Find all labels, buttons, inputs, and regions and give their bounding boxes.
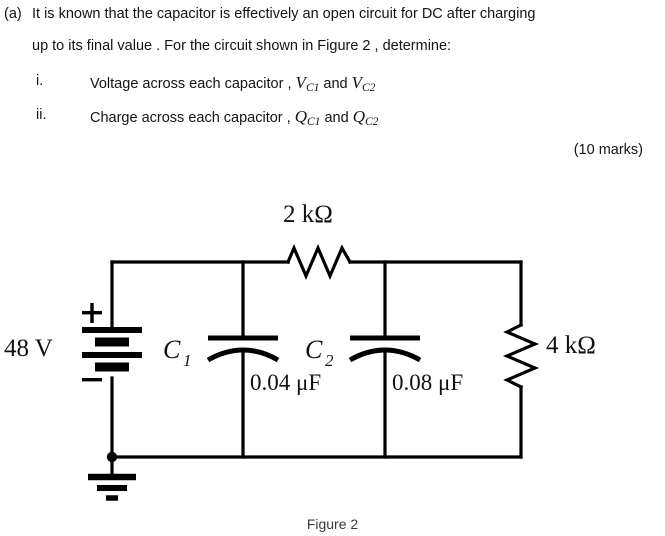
- svg-text:C: C: [163, 335, 181, 364]
- list-item-text: Voltage across each capacitor ,: [90, 76, 292, 92]
- math-variable: QC1: [294, 107, 321, 128]
- polarity-marks: [82, 303, 102, 382]
- minus-sign: [82, 378, 102, 382]
- ground-symbol: [88, 457, 136, 501]
- resistor-right-label: 4 kΩ: [546, 332, 596, 359]
- capacitor-2-label: C 2: [305, 335, 334, 370]
- capacitor-1-value: 0.04 μF: [250, 370, 321, 395]
- plus-sign-vertical: [90, 303, 94, 323]
- math-variable: VC1: [295, 73, 320, 94]
- svg-text:C: C: [305, 335, 323, 364]
- svg-text:1: 1: [183, 351, 192, 370]
- resistor-top-label: 2 kΩ: [283, 201, 333, 228]
- battery-symbol: [82, 327, 142, 372]
- capacitor-1-label: C 1: [163, 335, 192, 370]
- resistor-right-zigzag: [502, 322, 540, 390]
- marks-allocation: (10 marks): [573, 142, 643, 158]
- list-item-text: Charge across each capacitor ,: [90, 110, 291, 126]
- list-marker-ii: ii.: [36, 107, 47, 123]
- question-line-1: It is known that the capacitor is effect…: [32, 6, 536, 22]
- capacitor-2-value: 0.08 μF: [392, 370, 463, 395]
- question-label: (a): [4, 6, 22, 22]
- list-marker-i: i.: [36, 73, 44, 89]
- list-item: Voltage across each capacitor , VC1 and …: [90, 73, 376, 94]
- circuit-diagram: 2 kΩ 4 kΩ 48 V C 1 C 2 0.04 μF 0.08 μF: [0, 178, 665, 508]
- question-line-2: up to its final value . For the circuit …: [32, 38, 452, 54]
- conjunction-text: and: [323, 76, 348, 92]
- svg-text:2: 2: [325, 351, 334, 370]
- math-variable: QC2: [352, 107, 379, 128]
- capacitor-1-symbol: [206, 335, 280, 363]
- resistor-top-zigzag: [285, 243, 353, 281]
- math-variable: VC2: [351, 73, 376, 94]
- list-item: Charge across each capacitor , QC1 and Q…: [90, 107, 379, 128]
- source-voltage-label: 48 V: [4, 335, 53, 362]
- conjunction-text: and: [324, 110, 349, 126]
- capacitor-2-symbol: [348, 335, 422, 363]
- figure-caption: Figure 2: [306, 516, 359, 532]
